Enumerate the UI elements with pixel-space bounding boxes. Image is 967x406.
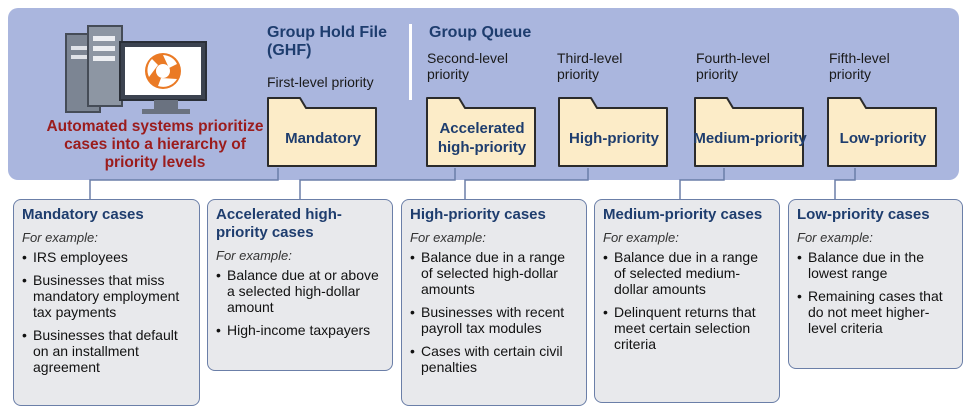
- card-title: Accelerated high-priority cases: [216, 206, 342, 241]
- folder-accelerated: Accelerated high-priority: [425, 94, 539, 168]
- queue-level-3: Third-level priority: [557, 50, 623, 82]
- list-item: IRS employees: [22, 249, 191, 265]
- card-mandatory: Mandatory cases For example: IRS employe…: [13, 199, 200, 406]
- example-label: For example:: [797, 230, 873, 245]
- tagline: Automated systems prioritize cases into …: [46, 118, 264, 171]
- computer-server-icon: [65, 25, 207, 114]
- card-high: High-priority cases For example: Balance…: [401, 199, 587, 406]
- list-item: Businesses that miss mandatory employmen…: [22, 272, 191, 320]
- queue-heading: Group Queue: [429, 24, 532, 41]
- example-label: For example:: [22, 230, 98, 245]
- list-item: Remaining cases that do not meet higher-…: [797, 288, 954, 336]
- card-accelerated: Accelerated high-priority cases For exam…: [207, 199, 393, 371]
- list-item: Balance due in a range of selected high-…: [410, 249, 578, 297]
- card-title: Low-priority cases: [797, 206, 930, 223]
- divider: [409, 24, 412, 100]
- queue-level-4: Fourth-level priority: [696, 50, 770, 82]
- card-title: Medium-priority cases: [603, 206, 763, 223]
- card-title: Mandatory cases: [22, 206, 144, 223]
- folder-medium: Medium-priority: [693, 94, 807, 168]
- ghf-level: First-level priority: [267, 74, 374, 90]
- folder-low: Low-priority: [826, 94, 940, 168]
- card-title: High-priority cases: [410, 206, 546, 223]
- card-medium: Medium-priority cases For example: Balan…: [594, 199, 780, 403]
- example-label: For example:: [603, 230, 679, 245]
- list-item: Businesses with recent payroll tax modul…: [410, 304, 578, 336]
- queue-level-2: Second-level priority: [427, 50, 508, 82]
- list-item: Delinquent returns that meet certain sel…: [603, 304, 771, 352]
- example-label: For example:: [216, 248, 292, 263]
- folder-high: High-priority: [557, 94, 671, 168]
- ghf-heading: Group Hold File (GHF): [267, 24, 387, 59]
- list-item: Balance due in a range of selected mediu…: [603, 249, 771, 297]
- list-item: Balance due at or above a selected high-…: [216, 267, 384, 315]
- folder-mandatory: Mandatory: [266, 94, 380, 168]
- list-item: Cases with certain civil penalties: [410, 343, 578, 375]
- queue-level-5: Fifth-level priority: [829, 50, 890, 82]
- list-item: Balance due in the lowest range: [797, 249, 954, 281]
- example-label: For example:: [410, 230, 486, 245]
- list-item: High-income taxpayers: [216, 322, 384, 338]
- list-item: Businesses that default on an installmen…: [22, 327, 191, 375]
- card-low: Low-priority cases For example: Balance …: [788, 199, 963, 369]
